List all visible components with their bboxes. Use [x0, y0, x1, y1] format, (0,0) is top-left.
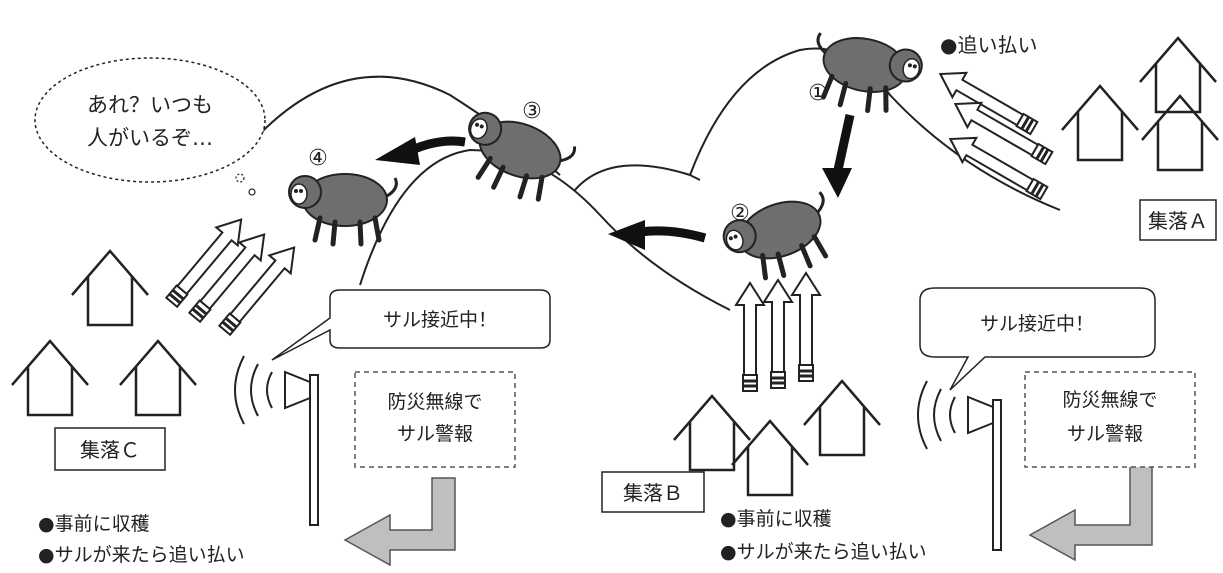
- house-a3-icon: [1140, 94, 1220, 172]
- village-a-label: 集落Ａ: [1148, 209, 1208, 233]
- village-b-box: [601, 471, 705, 513]
- monkey-1-icon: [806, 29, 926, 120]
- arrowhead-1-to-2: [822, 168, 852, 198]
- house-b2-icon: [802, 379, 882, 457]
- village-c-box: [54, 427, 166, 471]
- village-c-label: 集落Ｃ: [80, 438, 140, 462]
- hill-right: [574, 164, 701, 191]
- step-4-label: ④: [308, 146, 328, 171]
- chase-arrow-b3: [790, 271, 822, 383]
- thought-text-line1: あれ？いつも: [87, 93, 213, 117]
- speech-bubble-right: [919, 287, 1156, 391]
- radio-box-left: [354, 371, 516, 468]
- bottom-left-line2: ●サルが来たら追い払い: [38, 544, 245, 566]
- radio-right-line1: 防災無線で: [1062, 389, 1157, 411]
- thought-text-line2: 人がいるぞ…: [87, 126, 213, 150]
- house-a1-icon: [1138, 36, 1218, 114]
- step-1-label: ①: [808, 81, 828, 106]
- thought-dot-2: [248, 188, 256, 196]
- gray-arrow-right: [1028, 464, 1153, 562]
- house-c1-icon: [70, 249, 150, 327]
- radio-box-right: [1024, 371, 1196, 468]
- arrow-2-to-3: [639, 226, 707, 243]
- arrow-1-to-2: [833, 114, 855, 171]
- speech-left-text: サル接近中！: [383, 309, 497, 331]
- monkey-3-icon: [452, 106, 577, 209]
- arrowhead-3-to-4: [375, 137, 420, 165]
- monkey-4-icon: [289, 174, 396, 244]
- speech-bubble-left: [271, 289, 551, 361]
- radio-left-line1: 防災無線で: [387, 391, 482, 413]
- step-3-label: ③: [522, 99, 542, 124]
- village-a-box: [1139, 199, 1217, 241]
- loudspeaker-right-icon: [917, 380, 1002, 551]
- house-c2-icon: [10, 339, 90, 417]
- chase-arrow-a3: [941, 125, 1053, 207]
- house-a2-icon: [1060, 84, 1140, 162]
- loudspeaker-left-icon: [234, 355, 319, 526]
- house-c3-icon: [118, 339, 198, 417]
- top-right-action-text: ●追い払い: [940, 33, 1037, 57]
- radio-right-line2: サル警報: [1067, 423, 1143, 445]
- gray-arrow-left: [343, 477, 456, 567]
- radio-left-line2: サル警報: [397, 423, 473, 445]
- bottom-right-line2: ●サルが来たら追い払い: [720, 541, 927, 563]
- bottom-right-line1: ●事前に収穫: [720, 508, 832, 530]
- step-2-label: ②: [730, 201, 750, 226]
- chase-arrow-b2: [762, 278, 794, 390]
- village-b-label: 集落Ｂ: [623, 481, 683, 505]
- speech-right-text: サル接近中！: [980, 313, 1094, 335]
- thought-dot-1: [235, 173, 245, 183]
- arrow-3-to-4: [410, 136, 466, 155]
- arrowhead-2-to-3: [608, 220, 645, 250]
- thought-bubble: [34, 57, 266, 183]
- chase-arrow-b1: [734, 281, 766, 393]
- bottom-left-line1: ●事前に収穫: [38, 513, 150, 535]
